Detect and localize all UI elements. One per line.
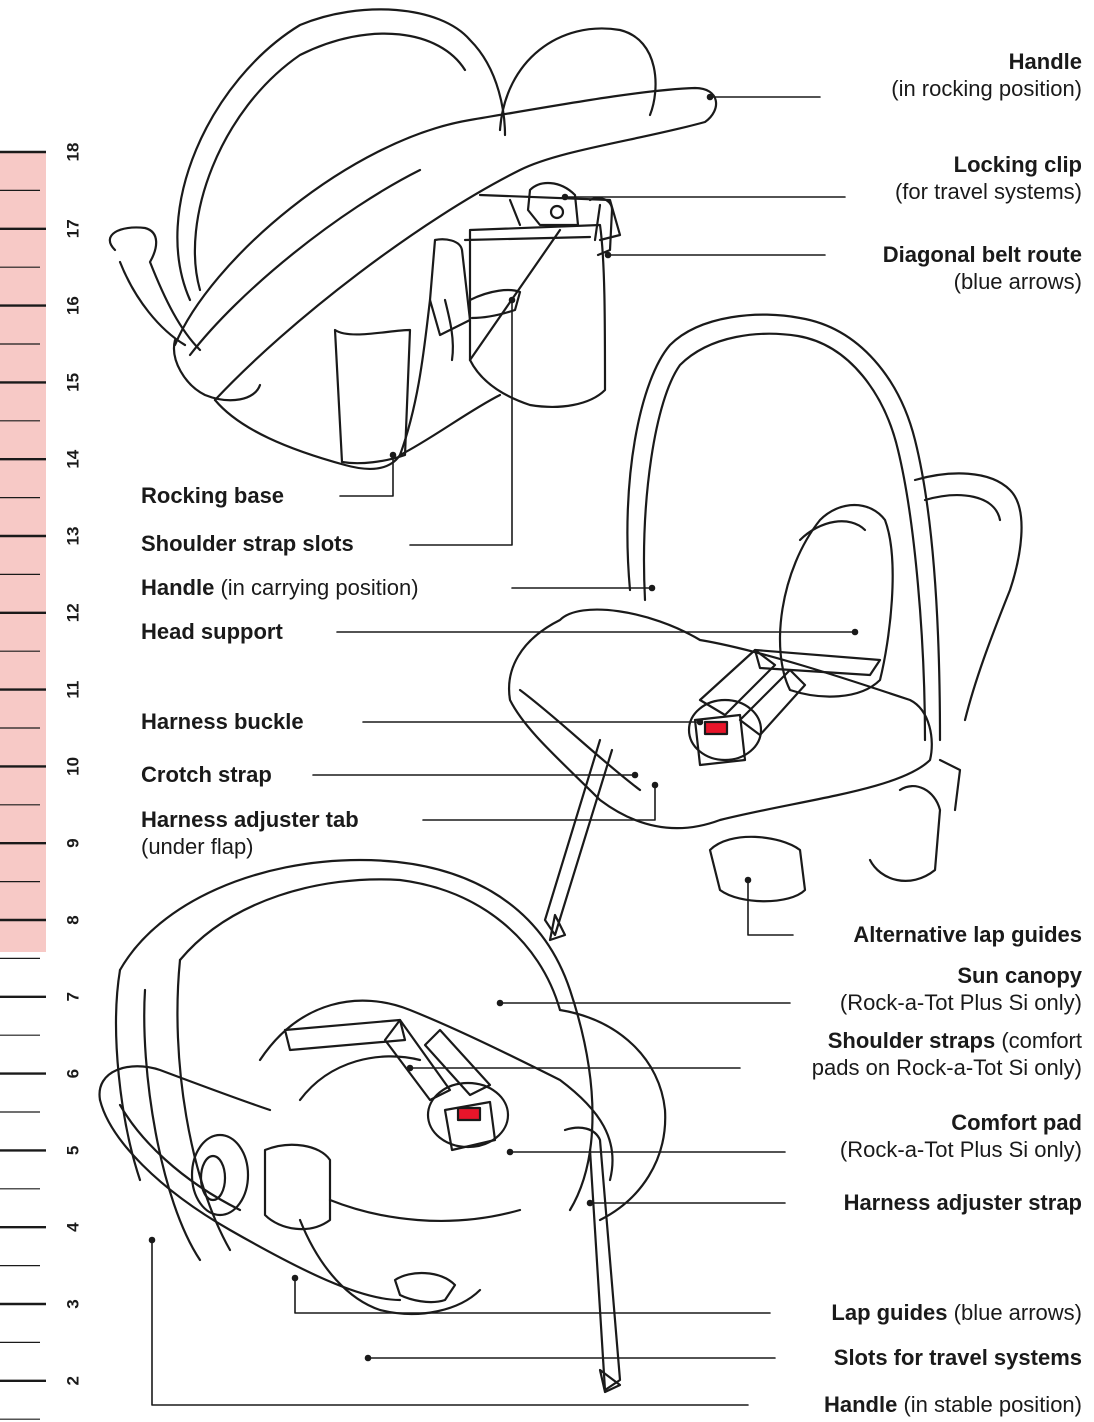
label-harness-buckle: Harness buckle	[141, 708, 304, 735]
label-locking-clip: Locking clip(for travel systems)	[895, 151, 1082, 205]
label-lap-guides: Lap guides (blue arrows)	[831, 1299, 1082, 1326]
label-slots-travel-systems: Slots for travel systems	[834, 1344, 1082, 1371]
harness-buckle-button	[705, 722, 727, 734]
label-sun-canopy: Sun canopy(Rock-a-Tot Plus Si only)	[840, 962, 1082, 1016]
label-crotch-strap: Crotch strap	[141, 761, 272, 788]
label-rocking-base: Rocking base	[141, 482, 284, 509]
label-comfort-pad: Comfort pad(Rock-a-Tot Plus Si only)	[840, 1109, 1082, 1163]
harness-buckle-button-lower	[458, 1108, 480, 1120]
label-alternative-lap-guides: Alternative lap guides	[853, 921, 1082, 948]
label-handle-rocking: Handle(in rocking position)	[891, 48, 1082, 102]
car-seat-front-view	[509, 315, 1021, 940]
label-shoulder-strap-slots: Shoulder strap slots	[141, 530, 354, 557]
label-harness-adjuster-strap: Harness adjuster strap	[844, 1189, 1082, 1216]
label-harness-adjuster-tab: Harness adjuster tab(under flap)	[141, 806, 359, 860]
label-handle-carrying: Handle (in carrying position)	[141, 574, 419, 601]
label-diagonal-belt-route: Diagonal belt route(blue arrows)	[883, 241, 1082, 295]
label-handle-stable: Handle (in stable position)	[824, 1391, 1082, 1418]
car-seat-rear-view	[110, 9, 716, 468]
label-head-support: Head support	[141, 618, 283, 645]
